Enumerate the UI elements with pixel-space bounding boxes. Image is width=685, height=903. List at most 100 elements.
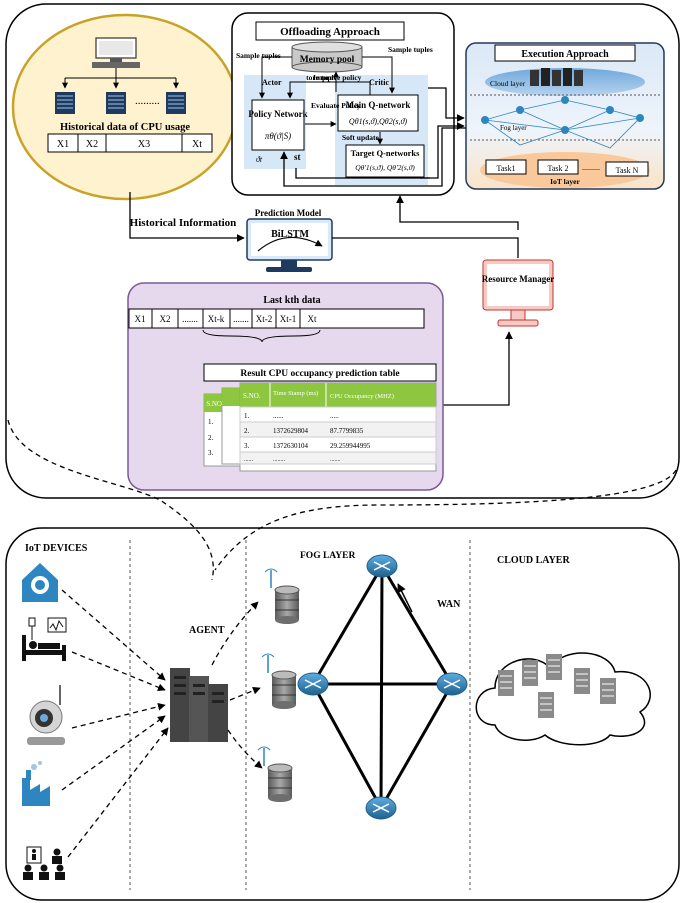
svg-text:.....: ..... (330, 412, 339, 420)
evaluate-policy-label: Evaluate Policy (311, 101, 361, 110)
device-agent-arrows (61, 589, 169, 858)
server-icon (106, 92, 126, 114)
cloud-layer-label: CLOUD LAYER (497, 555, 570, 566)
smart-home-icon (22, 563, 58, 602)
bottom-panel (5, 527, 680, 901)
policy-formula: πθ(ϑ|S) (265, 131, 291, 141)
server-icon (166, 92, 186, 114)
theta-label: ϑt (256, 155, 263, 164)
critic-label: Critic (369, 78, 389, 87)
memory-pool: Memory pool (291, 41, 363, 73)
result-table: S.NO. Time Stamp (ms) CPU Occupancy (MHZ… (239, 382, 437, 472)
last-kth-title: Last kth data (263, 295, 320, 306)
back-table-row: 1. (208, 418, 214, 426)
task-label: Task N (616, 166, 639, 175)
memory-pool-label: Memory pool (300, 55, 355, 65)
historical-cell: X1 (57, 139, 69, 150)
policy-network-box (251, 99, 305, 151)
lastk-cell: X1 (135, 314, 146, 324)
router-icon (436, 672, 468, 696)
wan-label: WAN (437, 599, 461, 610)
task-label: Task 2 (548, 164, 569, 173)
svg-text:........: ........ (273, 457, 286, 463)
historical-cell-row (47, 133, 213, 153)
iot-layer-label: IoT layer (550, 177, 580, 186)
actor-label: Actor (262, 78, 282, 87)
soft-update-label: Soft update (342, 133, 380, 142)
svg-text:......: ...... (273, 412, 284, 420)
policy-network-label: Policy Network (248, 109, 307, 119)
lastk-cell: ....... (233, 314, 249, 324)
router-icon (365, 796, 397, 820)
lastk-cell: Xt-2 (256, 314, 273, 324)
bilstm-label: BiLSTM (271, 229, 309, 240)
top-panel (5, 3, 680, 499)
lastk-cell: Xt-k (208, 314, 225, 324)
agent-label: AGENT (189, 625, 225, 636)
agent-server-icon (170, 668, 228, 742)
svg-text:......: ...... (244, 457, 254, 463)
back-table-row: 3. (208, 449, 214, 457)
fog-database-icon (264, 568, 300, 624)
svg-text:.........: ......... (582, 163, 600, 172)
main-q-label: Main Q-network (346, 100, 411, 110)
svg-text:1.: 1. (244, 412, 250, 420)
back-table-row: 2. (208, 434, 214, 442)
improve-policy-label: Improve policy (313, 73, 362, 82)
factory-icon (22, 761, 50, 806)
resource-manager: Resource Manager (482, 259, 555, 327)
wan-links (311, 565, 454, 809)
fog-layer-label: FOG LAYER (300, 551, 355, 561)
resource-manager-label: Resource Manager (482, 274, 555, 284)
lastk-cell: Xt-1 (280, 314, 297, 324)
target-q-label: Target Q-networks (351, 148, 421, 158)
historical-data-group: ......... Historical data of CPU usage X… (11, 13, 239, 201)
historical-cell: X3 (138, 139, 150, 150)
sample-tuples-left: Sample tuples (236, 51, 281, 60)
svg-text:.......: ....... (330, 457, 341, 463)
historical-cell: Xt (192, 139, 202, 150)
svg-text:29.259944995: 29.259944995 (330, 442, 371, 450)
hospital-bed-icon (22, 617, 67, 661)
security-camera-icon (27, 685, 65, 745)
main-q-box (337, 94, 419, 132)
table-row: ...... ........ ....... (244, 457, 341, 463)
fog-router-icon (561, 126, 569, 134)
result-table-title-box (203, 363, 437, 382)
prediction-model: Prediction Model BiLSTM (246, 208, 333, 272)
execution-title: Execution Approach (521, 49, 609, 60)
sample-tuples-right: Sample tuples (388, 45, 433, 54)
svg-text:2.: 2. (244, 427, 250, 435)
fog-database-icon (261, 653, 297, 709)
svg-text:.........: ......... (135, 95, 160, 107)
back-table-header: S.NO. (206, 400, 224, 408)
store-tuples-label: Store tuples (302, 73, 340, 82)
fog-layer-label: Fog layer (500, 124, 527, 132)
table-row: 2. 1372629804 87.7799835 (244, 427, 364, 435)
lastk-cell: X2 (160, 314, 171, 324)
iot-devices-label: IoT DEVICES (25, 543, 88, 554)
last-kth-panel: Last kth data X1 X2 ....... Xt-k .......… (127, 282, 444, 491)
lastk-cell: ....... (182, 314, 198, 324)
fog-router-icon (481, 116, 489, 124)
svg-text:1372630104: 1372630104 (273, 442, 309, 450)
prediction-model-title: Prediction Model (255, 208, 322, 218)
target-q-box (345, 144, 425, 178)
st-label: st (294, 152, 301, 162)
task-label: Task1 (497, 164, 516, 173)
svg-text:3.: 3. (244, 442, 250, 450)
people-group-icon (23, 846, 65, 880)
agent-connector-right (214, 469, 677, 571)
computer-icon (92, 37, 140, 68)
historical-cell: X2 (86, 139, 98, 150)
execution-approach: Execution Approach Cloud layer Fog layer… (465, 42, 665, 190)
lastk-cell: Xt (308, 314, 317, 324)
cloud-layer-label: Cloud layer (490, 79, 526, 88)
table-header: Time Stamp (ms) (273, 390, 318, 397)
cloud-servers-icon (530, 68, 583, 86)
fog-router-icon (561, 96, 569, 104)
cloud-icon (475, 652, 651, 746)
main-q-formula: Qθ1(s,ϑ),Qθ2(s,ϑ) (349, 117, 407, 126)
historical-information-label: Historical Information (130, 217, 237, 229)
svg-text:87.7799835: 87.7799835 (330, 427, 364, 435)
